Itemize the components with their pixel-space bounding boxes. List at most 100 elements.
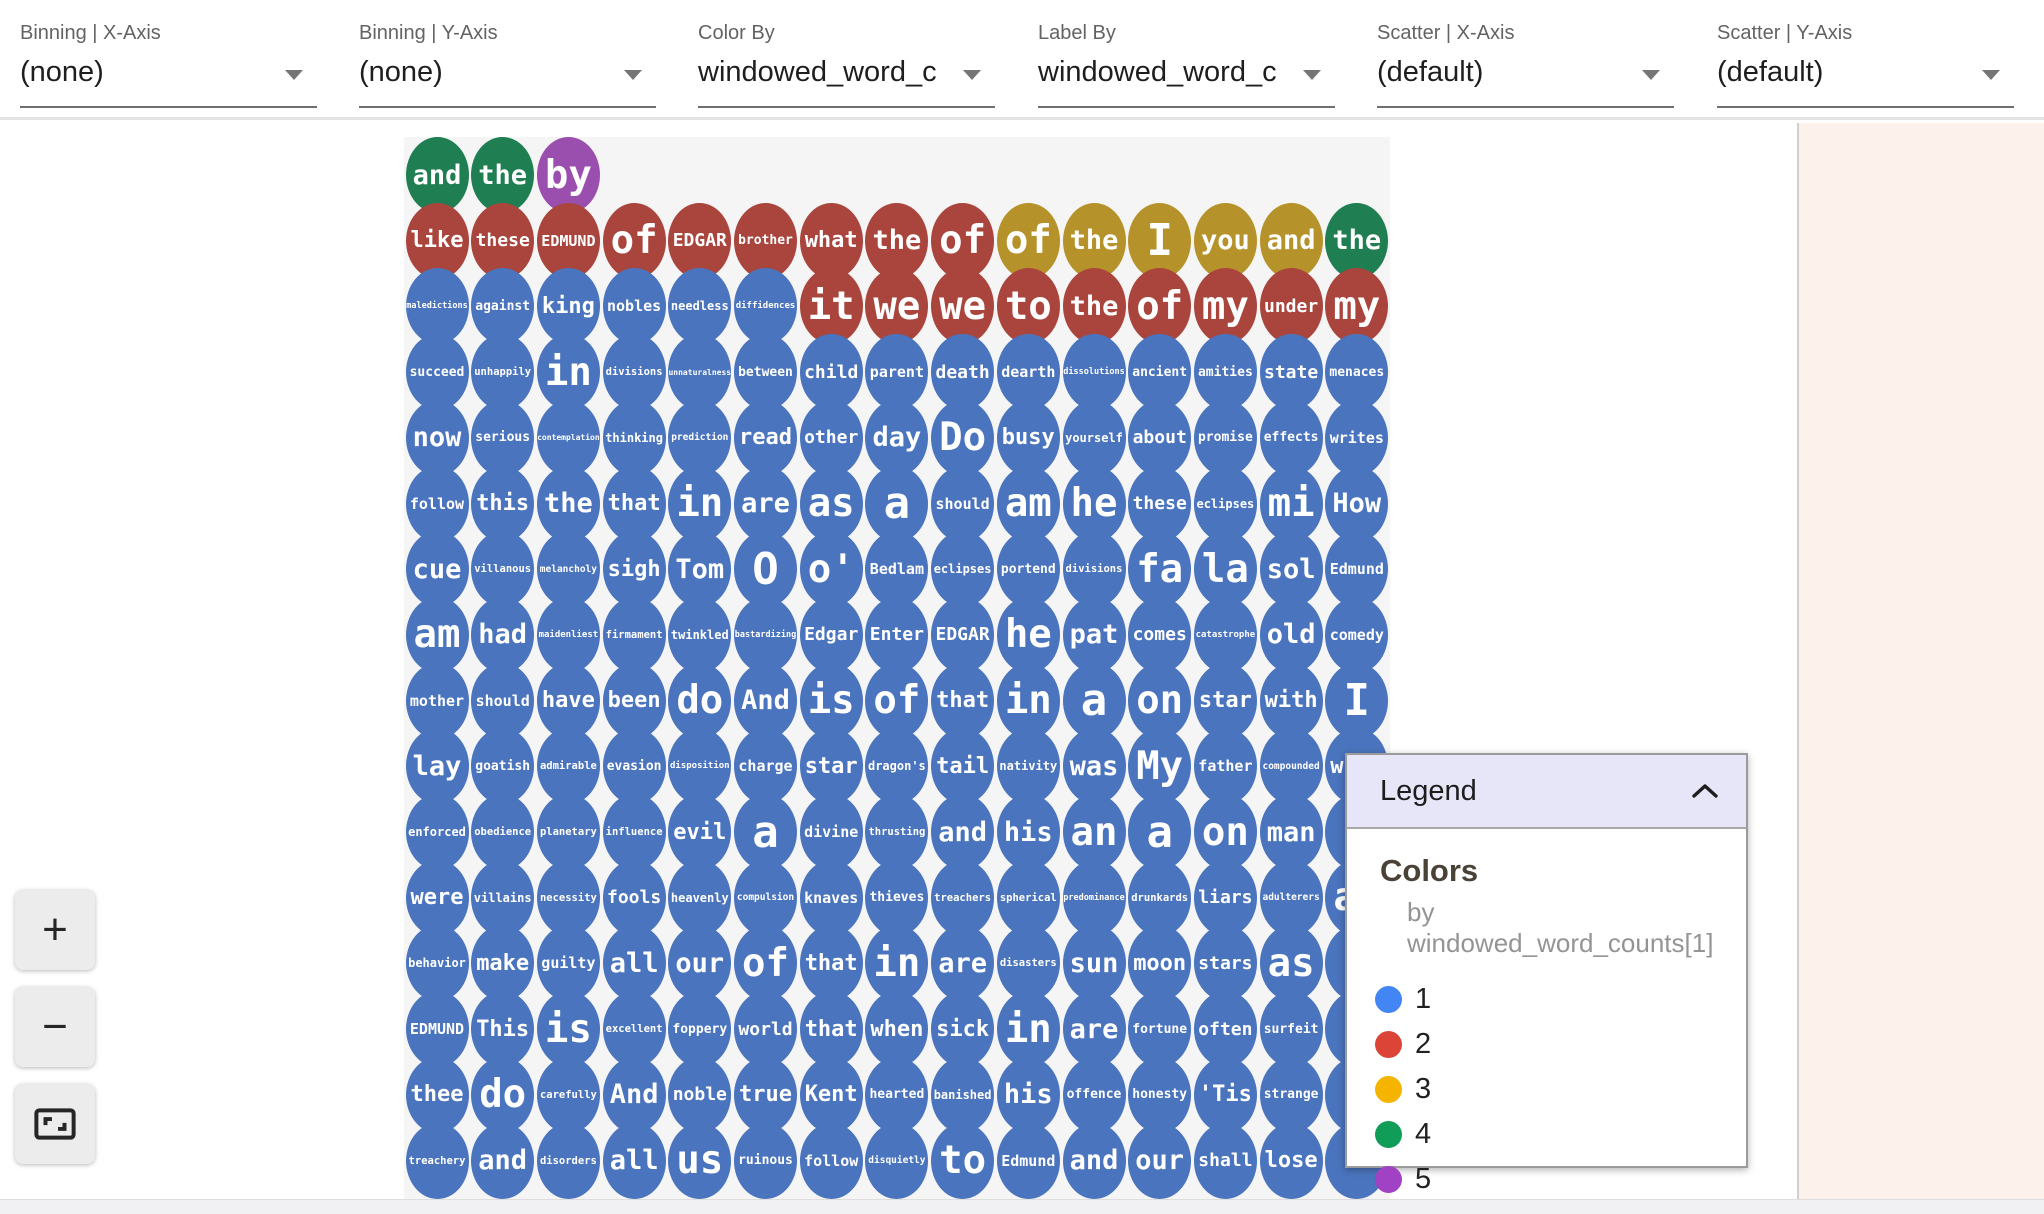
word-bubble[interactable]: admirable [536,728,600,805]
word-bubble[interactable]: a [734,794,797,870]
word-bubble[interactable]: EDGAR [931,596,995,673]
word-bubble[interactable]: it [799,268,863,345]
word-bubble[interactable]: hearted [865,1056,929,1133]
word-bubble[interactable]: o' [799,531,863,608]
word-bubble[interactable]: in [996,662,1060,739]
word-bubble[interactable]: divisions [602,334,666,411]
word-bubble[interactable]: predominance [1062,859,1126,936]
word-bubble[interactable]: old [1259,596,1323,673]
word-bubble[interactable]: fa [1128,531,1192,608]
word-bubble[interactable]: should [931,465,995,542]
word-bubble[interactable]: the [536,465,600,542]
word-bubble[interactable]: evil [668,794,732,870]
word-bubble[interactable]: shall [1193,1122,1257,1199]
word-bubble[interactable]: by [536,137,600,213]
word-bubble[interactable]: busy [996,399,1060,476]
word-bubble[interactable]: the [1062,268,1126,345]
word-bubble[interactable]: maidenliest [536,596,600,673]
word-bubble[interactable]: father [1193,728,1257,805]
word-bubble[interactable]: we [931,268,995,345]
word-bubble[interactable]: Tom [668,531,732,608]
dropdown-scatter-x-axis[interactable]: Scatter | X-Axis(default) [1377,0,1674,120]
chevron-down-icon[interactable] [1642,70,1660,80]
word-bubble[interactable]: star [1193,662,1257,739]
word-bubble[interactable]: bastardizing [734,596,797,673]
word-bubble[interactable]: am [405,596,469,673]
word-bubble[interactable]: needless [668,268,732,345]
word-bubble[interactable]: and [405,137,469,213]
word-bubble[interactable]: you [1193,202,1257,279]
word-bubble[interactable]: thrusting [865,794,929,870]
word-bubble[interactable]: our [668,925,732,1002]
word-bubble[interactable]: make [471,925,535,1002]
word-bubble[interactable]: twinkled [668,596,732,673]
word-bubble[interactable]: EDGAR [668,202,732,279]
word-bubble[interactable]: my [1193,268,1257,345]
word-bubble[interactable]: ruinous [734,1122,797,1199]
word-bubble[interactable]: unhappily [471,334,535,411]
word-bubble[interactable]: that [799,925,863,1002]
word-bubble[interactable]: and [1062,1122,1126,1199]
word-bubble[interactable]: comedy [1325,596,1389,673]
dropdown-scatter-y-axis[interactable]: Scatter | Y-Axis(default) [1717,0,2014,120]
word-bubble[interactable]: with [1259,662,1323,739]
word-bubble[interactable]: had [471,596,535,673]
word-bubble[interactable]: have [536,662,600,739]
word-bubble[interactable]: Bedlam [865,531,929,608]
word-bubble[interactable]: in [996,991,1060,1068]
chevron-up-icon[interactable] [1690,782,1720,800]
word-bubble[interactable]: Enter [865,596,929,673]
word-bubble[interactable]: catastrophe [1193,596,1257,673]
word-bubble[interactable]: sun [1062,925,1126,1002]
word-bubble[interactable]: dragon's [865,728,929,805]
word-bubble[interactable]: read [734,399,797,476]
word-bubble[interactable]: the [865,202,929,279]
word-bubble[interactable]: prediction [668,399,732,476]
word-bubble[interactable]: foppery [668,991,732,1068]
word-bubble[interactable]: mother [405,662,469,739]
word-bubble[interactable]: that [602,465,666,542]
word-bubble[interactable]: succeed [405,334,469,411]
word-bubble[interactable]: often [1193,991,1257,1068]
word-bubble[interactable]: pat [1062,596,1126,673]
word-bubble[interactable]: unnaturalness [668,334,732,411]
word-bubble[interactable]: about [1128,399,1192,476]
word-bubble[interactable]: these [471,202,535,279]
word-bubble[interactable]: Edmund [1325,531,1389,608]
word-bubble[interactable]: a [1128,794,1192,870]
word-bubble[interactable]: contemplation [536,399,600,476]
word-bubble[interactable]: disorders [536,1122,600,1199]
zoom-out-button[interactable]: − [15,987,95,1067]
word-bubble[interactable]: treachers [931,859,995,936]
word-bubble[interactable]: surfeit [1259,991,1323,1068]
word-bubble[interactable]: to [931,1122,995,1199]
word-bubble[interactable]: against [471,268,535,345]
word-bubble[interactable]: between [734,334,797,411]
word-bubble[interactable]: his [996,794,1060,870]
word-bubble[interactable]: is [536,991,600,1068]
word-bubble[interactable]: disasters [996,925,1060,1002]
word-bubble[interactable]: is [799,662,863,739]
word-bubble[interactable]: nobles [602,268,666,345]
word-bubble[interactable]: excellent [602,991,666,1068]
word-bubble[interactable]: true [734,1056,797,1133]
word-bubble[interactable]: when [865,991,929,1068]
word-bubble[interactable]: evasion [602,728,666,805]
word-bubble[interactable]: compounded [1259,728,1323,805]
word-bubble[interactable]: that [931,662,995,739]
word-bubble[interactable]: fortune [1128,991,1192,1068]
chevron-down-icon[interactable] [963,70,981,80]
word-bubble[interactable]: firmament [602,596,666,673]
word-bubble[interactable]: necessity [536,859,600,936]
word-bubble[interactable]: melancholy [536,531,600,608]
word-bubble[interactable]: liars [1193,859,1257,936]
word-bubble[interactable]: This [471,991,535,1068]
word-bubble[interactable]: disposition [668,728,732,805]
word-bubble[interactable]: star [799,728,863,805]
word-bubble[interactable]: adulterers [1259,859,1323,936]
word-bubble[interactable]: serious [471,399,535,476]
word-bubble[interactable]: sick [931,991,995,1068]
word-bubble[interactable]: charge [734,728,797,805]
